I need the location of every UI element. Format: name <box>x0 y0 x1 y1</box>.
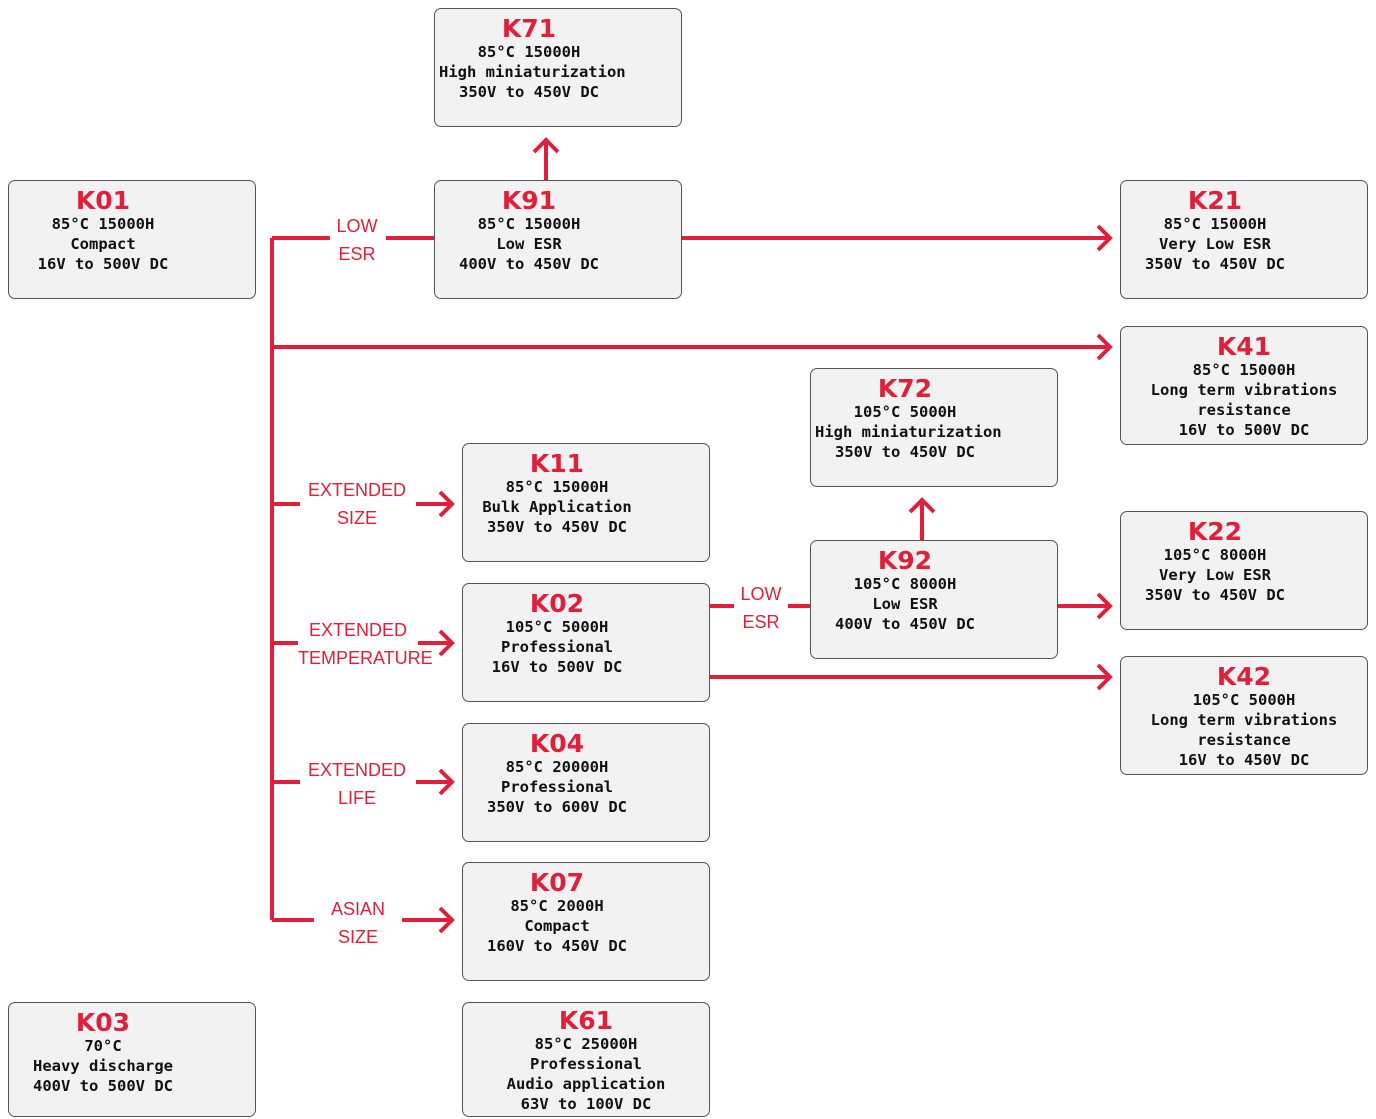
series-code: K72 <box>877 374 933 403</box>
node-K72[interactable]: K72 105°C 5000H High miniaturization 350… <box>810 368 1058 487</box>
node-K41[interactable]: K41 85°C 15000H Long term vibrations res… <box>1120 326 1368 445</box>
arrow-to-K22 <box>1096 592 1113 620</box>
series-code: K91 <box>501 186 557 215</box>
node-K21[interactable]: K21 85°C 15000H Very Low ESR 350V to 450… <box>1120 180 1368 299</box>
node-K61[interactable]: K61 85°C 25000H Professional Audio appli… <box>462 1002 710 1117</box>
node-K91[interactable]: K91 85°C 15000H Low ESR 400V to 450V DC <box>434 180 682 299</box>
node-K04[interactable]: K04 85°C 20000H Professional 350V to 600… <box>462 723 710 842</box>
node-K92[interactable]: K92 105°C 8000H Low ESR 400V to 450V DC <box>810 540 1058 659</box>
series-code: K71 <box>501 14 557 43</box>
arrow-to-K02 <box>438 629 455 657</box>
arrow-to-K11 <box>438 490 455 518</box>
series-code: K04 <box>529 729 585 758</box>
series-code: K61 <box>558 1006 614 1035</box>
arrow-to-K72 <box>908 497 936 514</box>
series-code: K21 <box>1187 186 1243 215</box>
arrow-to-K71 <box>532 137 560 154</box>
series-code: K42 <box>1216 662 1272 691</box>
node-K03[interactable]: K03 70°C Heavy discharge 400V to 500V DC <box>8 1002 256 1117</box>
node-K02[interactable]: K02 105°C 5000H Professional 16V to 500V… <box>462 583 710 702</box>
series-code: K01 <box>75 186 131 215</box>
series-code: K07 <box>529 868 585 897</box>
node-K42[interactable]: K42 105°C 5000H Long term vibrations res… <box>1120 656 1368 775</box>
arrow-to-K04 <box>438 768 455 796</box>
node-K71[interactable]: K71 85°C 15000H High miniaturization 350… <box>434 8 682 127</box>
series-code: K41 <box>1216 332 1272 361</box>
arrow-to-K21 <box>1096 224 1113 252</box>
arrow-to-K42 <box>1096 663 1113 691</box>
node-K01[interactable]: K01 85°C 15000H Compact 16V to 500V DC <box>8 180 256 299</box>
node-K11[interactable]: K11 85°C 15000H Bulk Application 350V to… <box>462 443 710 562</box>
series-code: K03 <box>75 1008 131 1037</box>
series-code: K92 <box>877 546 933 575</box>
arrow-to-K07 <box>438 906 455 934</box>
node-K07[interactable]: K07 85°C 2000H Compact 160V to 450V DC <box>462 862 710 981</box>
node-K22[interactable]: K22 105°C 8000H Very Low ESR 350V to 450… <box>1120 511 1368 630</box>
arrow-to-K41 <box>1096 333 1113 361</box>
series-code: K11 <box>529 449 585 478</box>
series-code: K22 <box>1187 517 1243 546</box>
series-code: K02 <box>529 589 585 618</box>
